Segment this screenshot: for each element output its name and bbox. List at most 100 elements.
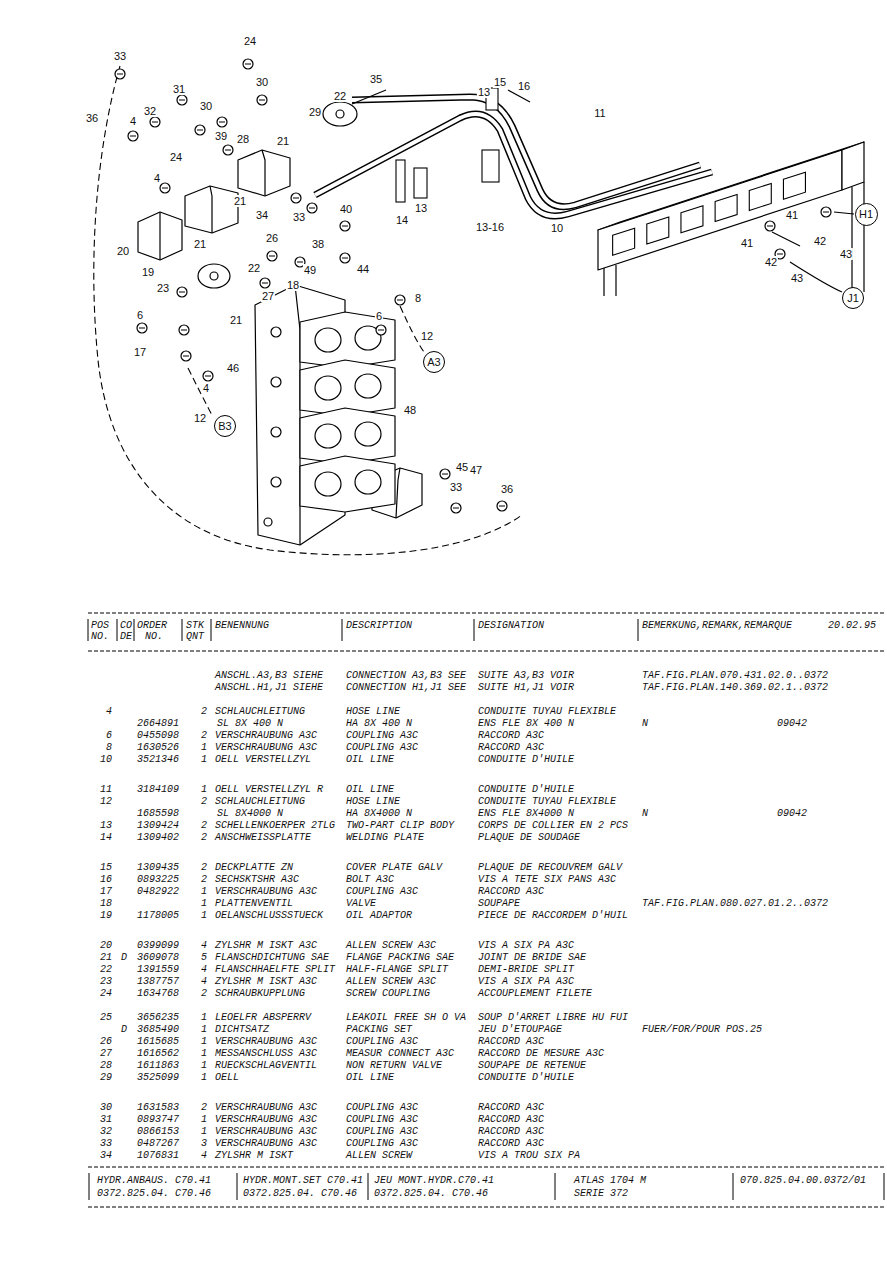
coupling [183,356,189,357]
header-cell: POS [91,620,109,631]
control-valve [271,477,281,487]
table-cell: 2 [201,988,207,999]
table-cell: OELL VERSTELLZYL R [215,784,323,795]
table-cell: 09042 [777,808,807,819]
callout-number: 42 [764,256,778,268]
title-block-cell: HYDR.MONT.SET C70.41 [243,1175,363,1186]
coupling [195,125,205,135]
table-cell: D [121,1024,127,1035]
table-cell: 1309435 [137,862,179,873]
callout-number: 24 [169,151,183,163]
table-cell: ZYLSHR M ISKT A3C [215,976,317,987]
manifold [615,265,616,296]
column-separator [88,619,89,641]
connection-marker: A3 [423,351,445,373]
table-cell: COUPLING A3C [346,1138,418,1149]
header-cell: 20.02.95 [828,620,876,631]
spool-section [300,360,395,416]
oil-line-outline [315,97,712,216]
spool-section [315,328,341,352]
table-cell: VIS A TROU SIX PA [478,1150,580,1161]
callout-number: 17 [133,346,147,358]
position-number: 20 [100,940,112,951]
table-cell: SCREW COUPLING [346,988,430,999]
callout-number: 26 [265,232,279,244]
table-cell: VERSCHRAUBUNG A3C [215,730,317,741]
flange [336,110,344,118]
manifold [851,187,852,296]
position-number: 22 [100,964,112,975]
hose-line [188,368,213,417]
control-valve [295,285,300,545]
table-cell: 1 [201,1114,207,1125]
hose-line [834,212,854,214]
valve-block [185,186,238,233]
position-number: 34 [100,1150,112,1161]
coupling [179,292,185,293]
manifold [598,150,842,270]
table-cell: NON RETURN VALVE [346,1060,442,1071]
position-number: 28 [100,1060,112,1071]
table-cell: ZYLSHR M ISKT [215,1150,293,1161]
table-cell: 4 [201,976,207,987]
table-cell: VERSCHRAUBUNG A3C [215,1114,317,1125]
manifold [598,142,864,296]
table-cell: SOUPAPE DE RETENUE [478,1060,586,1071]
table-cell: COUPLING A3C [346,742,418,753]
table-cell: 2 [201,1102,207,1113]
control-valve [271,377,281,387]
column-separator [555,1173,556,1200]
callout-number: 13 [477,86,491,98]
table-cell: ALLEN SCREW A3C [346,940,436,951]
coupling [179,100,185,101]
position-number: 14 [100,832,112,843]
table-cell: COVER PLATE GALV [346,862,442,873]
coupling [442,474,448,475]
table-cell: VERSCHRAUBUNG A3C [215,1126,317,1137]
coupling [262,283,268,284]
callout-number: 11 [593,107,606,119]
table-cell: 1178005 [137,910,179,921]
callout-number: 43 [839,248,853,260]
table-rule [88,1207,885,1208]
coupling [297,262,303,263]
hose-line [772,212,854,292]
table-cell: 1309424 [137,820,179,831]
coupling [260,278,270,288]
coupling [217,117,227,127]
column-separator [117,619,118,641]
callout-number: 41 [740,237,754,249]
table-cell: 1 [201,1126,207,1137]
table-rule [88,651,885,652]
manifold-port [613,228,635,255]
coupling [395,295,405,305]
connection-marker: J1 [842,287,864,309]
spool-section [300,456,395,512]
table-cell: PLAQUE DE RECOUVREM GALV [478,862,622,873]
callout-number: 21 [193,238,207,250]
table-cell: MESSANSCHLUSS A3C [215,1048,317,1059]
connection-label: J1 [847,292,859,304]
coupling [137,323,147,333]
connection-marker: B3 [214,415,236,437]
table-cell: 1309402 [137,832,179,843]
valve-block [262,150,265,196]
table-cell: OELANSCHLUSSSTUECK [215,910,323,921]
callout-number: 24 [243,35,257,47]
manifold-port [783,172,805,199]
table-cell: OIL LINE [346,784,394,795]
title-block-cell: 0372.825.04. C70.46 [97,1188,211,1199]
coupling [453,508,459,509]
table-cell: VERSCHRAUBUNG A3C [215,1102,317,1113]
column-separator [884,1173,885,1200]
table-cell: 2 [201,874,207,885]
column-separator [211,619,212,641]
table-cell: VERSCHRAUBUNG A3C [215,1138,317,1149]
header-cell: NO. [91,631,109,642]
callout-number: 33 [113,50,127,62]
coupling [243,59,253,69]
table-rule [88,613,885,614]
table-cell: SCHRAUBKUPPLUNG [215,988,305,999]
hose-line [94,66,522,555]
